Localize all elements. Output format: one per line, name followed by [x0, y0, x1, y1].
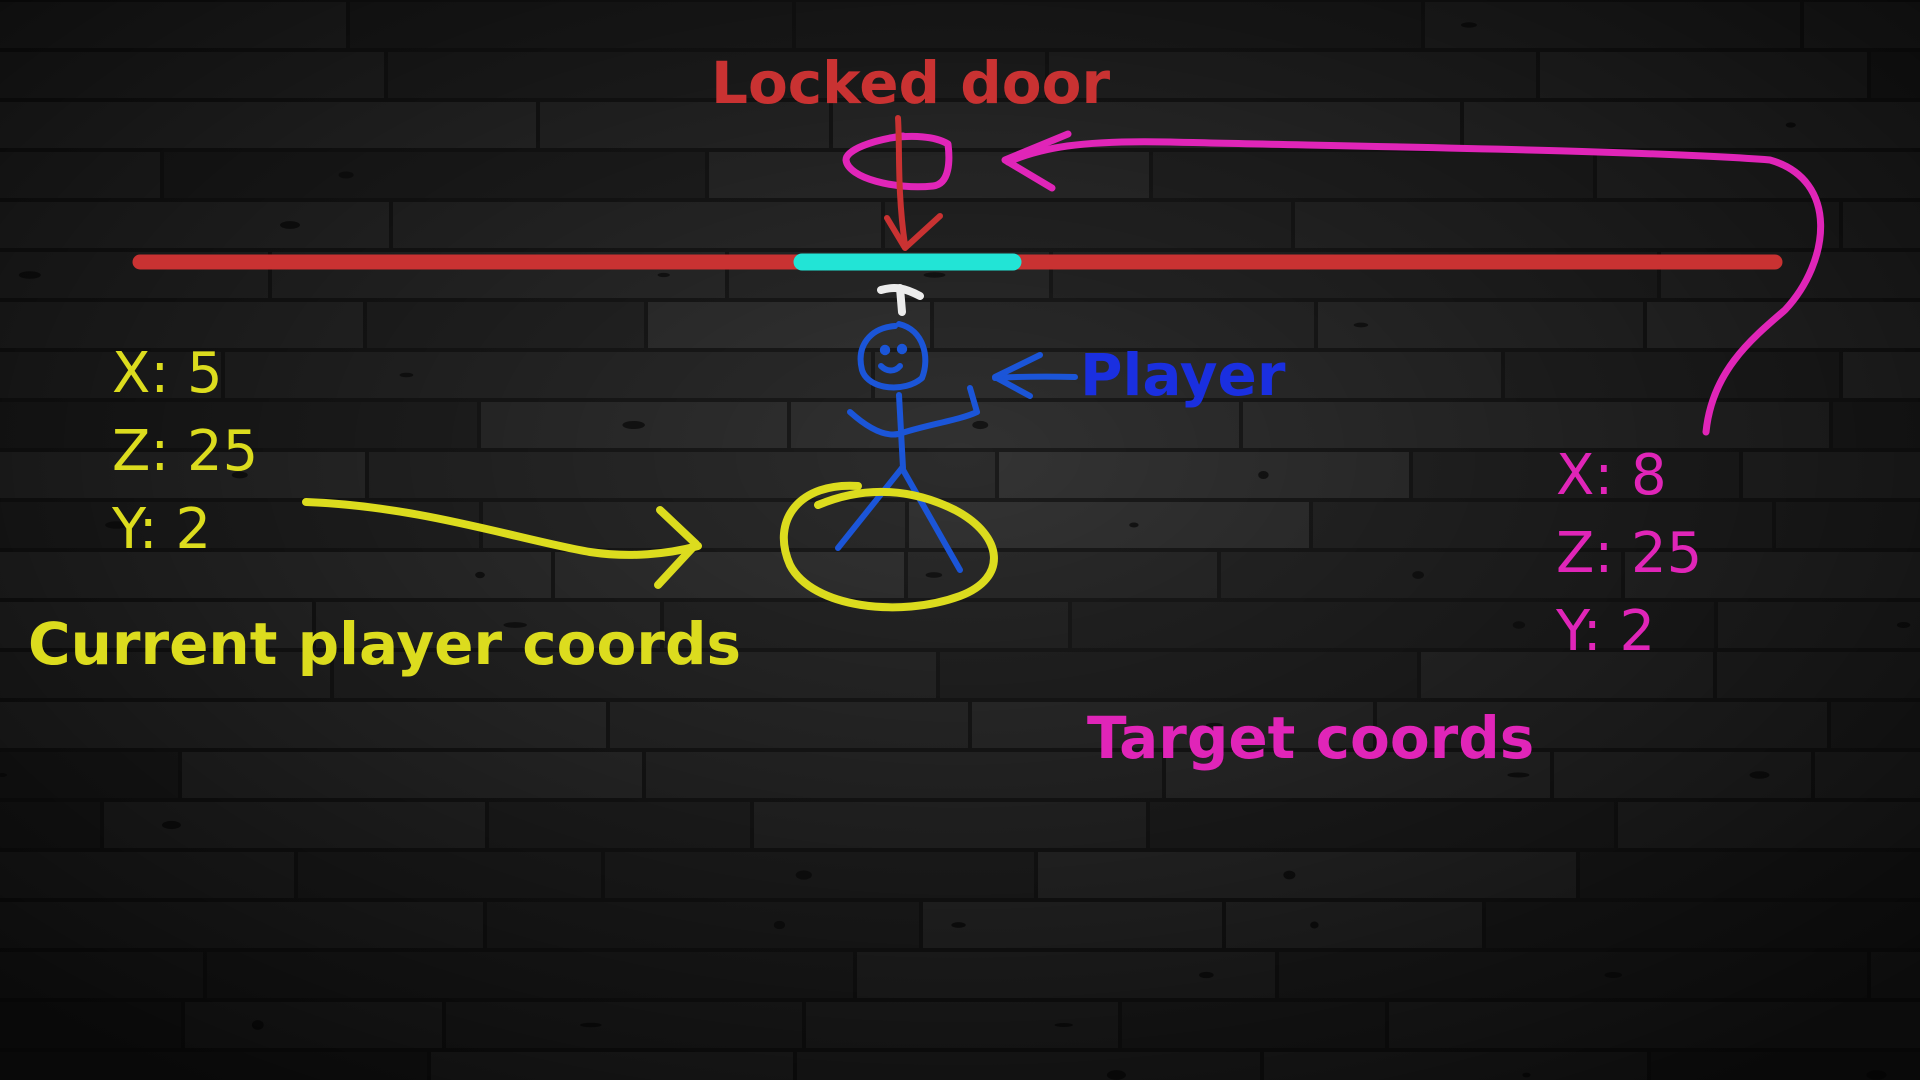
current-x-value: X: 5 — [112, 341, 223, 406]
door-label: Locked door — [711, 49, 1111, 117]
target-coords-label: Target coords — [1087, 704, 1535, 772]
player-pointer-arrow — [992, 352, 1078, 399]
stick-figure-icon — [835, 321, 980, 573]
door-marker-icon — [842, 115, 953, 251]
current-position-marker — [302, 481, 998, 612]
current-y-value: Y: 2 — [112, 497, 212, 562]
player-label: Player — [1080, 341, 1286, 409]
current-coords-label: Current player coords — [28, 610, 742, 678]
target-z-value: Z: 25 — [1556, 521, 1703, 586]
target-x-value: X: 8 — [1556, 443, 1667, 508]
key-icon — [877, 284, 924, 316]
target-pointer-arrow — [1001, 130, 1825, 436]
current-coords-block: X: 5 Z: 25 Y: 2 — [112, 335, 258, 569]
target-coords-block: X: 8 Z: 25 Y: 2 — [1556, 437, 1702, 671]
target-y-value: Y: 2 — [1556, 599, 1656, 664]
current-z-value: Z: 25 — [112, 419, 259, 484]
